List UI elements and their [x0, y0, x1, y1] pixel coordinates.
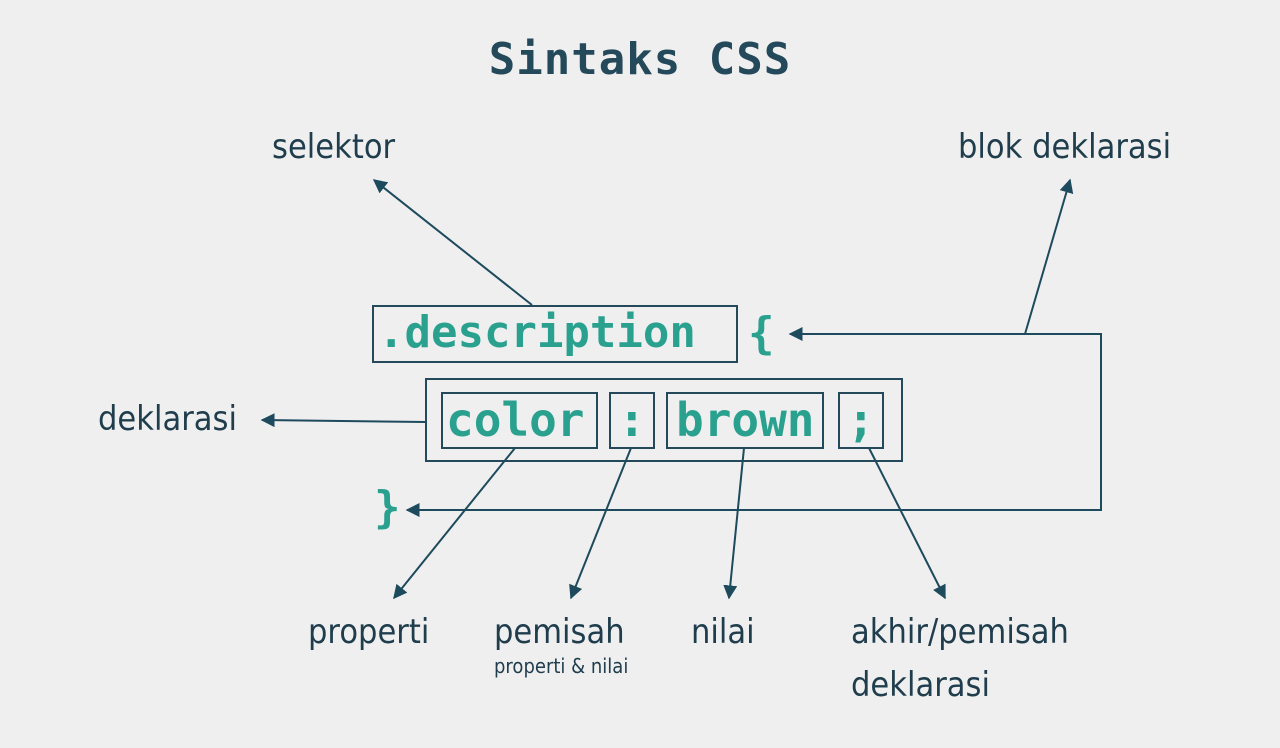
selector-label: selektor [272, 127, 396, 167]
property-box [441, 392, 598, 449]
declaration-block-arrow [1024, 178, 1074, 335]
selector-code: .description [378, 307, 696, 358]
close-brace: } [374, 482, 401, 533]
value-code: brown [676, 393, 815, 447]
property-arrow [393, 447, 516, 600]
separator-label: pemisah [494, 612, 625, 652]
end-label-line1: akhir/pemisah [851, 612, 1069, 652]
declaration-block-label: blok deklarasi [958, 127, 1172, 167]
declaration-box [425, 378, 903, 462]
semicolon-code: ; [847, 393, 875, 447]
value-arrow [723, 447, 745, 600]
separator-arrow [569, 447, 632, 600]
separator-sub-label: properti & nilai [494, 654, 629, 678]
end-label-line2: deklarasi [851, 665, 991, 705]
property-label: properti [308, 612, 430, 652]
declaration-arrow [260, 413, 427, 428]
open-brace: { [748, 308, 775, 359]
semicolon-box [838, 392, 884, 449]
selector-box [372, 305, 738, 363]
value-box [666, 392, 824, 449]
end-arrow [868, 447, 946, 600]
property-code: color [446, 393, 585, 447]
value-label: nilai [691, 612, 755, 652]
page-title: Sintaks CSS [488, 34, 792, 85]
selector-arrow [372, 179, 533, 306]
colon-code: : [618, 393, 646, 447]
declaration-label: deklarasi [98, 399, 238, 439]
colon-box [609, 392, 655, 449]
